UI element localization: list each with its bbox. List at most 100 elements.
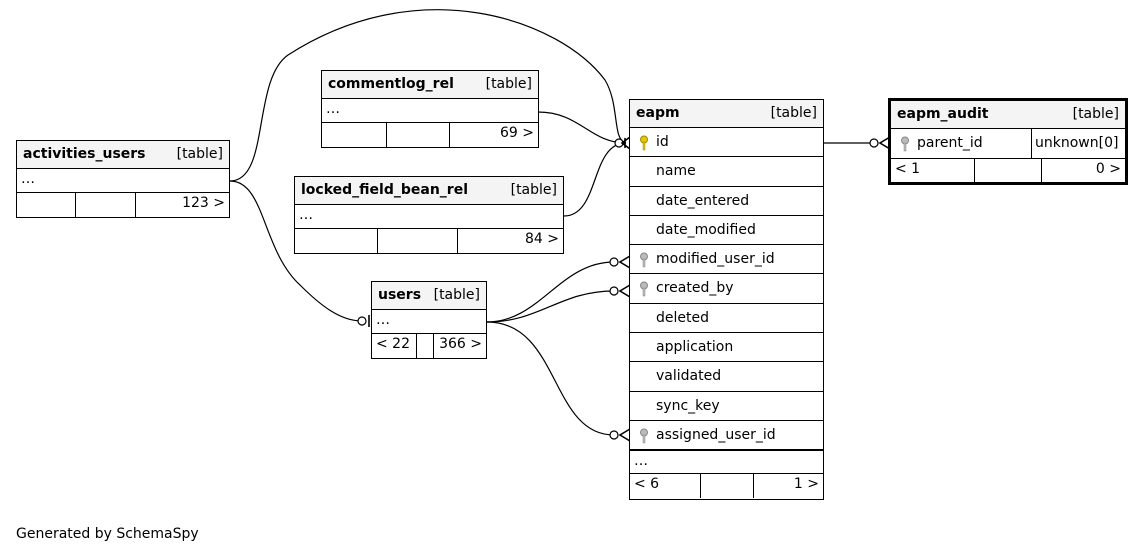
footer-divider [135, 193, 136, 217]
footer-divider [449, 123, 450, 147]
table-type: [table] [433, 287, 480, 303]
parents-count: < 6 [634, 476, 660, 493]
table-type: [table] [485, 76, 532, 92]
column-row[interactable]: date_modified [630, 216, 823, 246]
column-row[interactable]: sync_key [630, 392, 823, 421]
table-header: users [table] [372, 282, 486, 310]
footer-divider [75, 193, 76, 217]
crowfoot-marker [618, 428, 631, 442]
children-count: 0 > [1095, 161, 1121, 177]
table-header: eapm [table] [630, 100, 823, 128]
column-row[interactable]: assigned_user_id [630, 421, 823, 451]
footer-divider [753, 474, 754, 499]
edge-users-to-modified-user [486, 261, 615, 323]
children-count: 366 > [439, 336, 482, 352]
column-row[interactable]: validated [630, 362, 823, 392]
footer-divider [1041, 159, 1042, 183]
table-header: commentlog_rel [table] [322, 71, 538, 99]
edge-users-to-created-by [486, 290, 615, 323]
footer-divider [386, 123, 387, 147]
table-name: locked_field_bean_rel [301, 182, 468, 198]
footer-divider [457, 229, 458, 253]
column-row[interactable]: created_by [630, 274, 823, 304]
table-name: activities_users [23, 146, 146, 162]
table-name: eapm [636, 105, 680, 121]
table-type: [table] [770, 105, 817, 121]
table-name: commentlog_rel [328, 76, 454, 92]
children-count: 84 > [525, 231, 559, 247]
column-name: modified_user_id [656, 251, 775, 268]
column-name: date_entered [656, 192, 750, 209]
column-type: unknown[0] [1035, 135, 1119, 151]
column-row[interactable]: id [630, 128, 823, 158]
more-columns: … [295, 205, 563, 229]
foreign-key-icon [639, 252, 649, 272]
column-name: sync_key [656, 397, 720, 414]
column-row[interactable]: date_entered [630, 187, 823, 216]
table-type: [table] [1072, 106, 1119, 122]
parents-count: < 22 [376, 336, 410, 352]
primary-key-icon [639, 135, 649, 155]
optional-marker [357, 316, 367, 326]
table-header: eapm_audit [table] [891, 101, 1125, 129]
column-name: validated [656, 368, 722, 385]
column-name: date_modified [656, 221, 756, 238]
crowfoot-marker [878, 136, 891, 150]
parents-count: < 1 [895, 161, 921, 177]
table-footer: 84 > [295, 229, 563, 253]
table-name: users [378, 287, 422, 303]
table-commentlog-rel[interactable]: commentlog_rel [table] … 69 > [321, 70, 539, 148]
more-columns: … [17, 169, 229, 193]
table-name: eapm_audit [897, 106, 989, 122]
column-row[interactable]: name [630, 157, 823, 187]
more-columns: … [322, 99, 538, 123]
children-count: 69 > [500, 125, 534, 141]
table-footer: < 6 1 > [630, 474, 823, 499]
optional-marker [609, 257, 619, 267]
column-row[interactable]: deleted [630, 304, 823, 334]
footer-divider [416, 334, 417, 358]
table-type: [table] [176, 146, 223, 162]
children-count: 1 > [793, 476, 819, 493]
table-footer: 69 > [322, 123, 538, 147]
optional-marker [869, 138, 879, 148]
table-eapm-audit[interactable]: eapm_audit [table] parent_id unknown[0] … [888, 98, 1128, 185]
edge-locked-to-eapm [563, 142, 627, 217]
table-header: locked_field_bean_rel [table] [295, 177, 563, 205]
column-row[interactable]: modified_user_id [630, 245, 823, 275]
crowfoot-marker [618, 255, 631, 269]
children-count: 123 > [182, 195, 225, 211]
column-name: application [656, 339, 734, 356]
column-name: name [656, 163, 696, 180]
table-activities-users[interactable]: activities_users [table] … 123 > [16, 140, 230, 218]
column-name: assigned_user_id [656, 426, 776, 443]
crowfoot-marker [620, 136, 631, 150]
table-footer: < 1 0 > [891, 159, 1125, 183]
column-row[interactable]: application [630, 333, 823, 363]
table-header: activities_users [table] [17, 141, 229, 169]
optional-marker [609, 430, 619, 440]
footer-divider [700, 474, 701, 499]
crowfoot-marker [618, 284, 631, 298]
column-name: id [656, 134, 669, 150]
table-users[interactable]: users [table] … < 22 366 > [371, 281, 487, 359]
table-footer: < 22 366 > [372, 334, 486, 358]
more-columns: … [372, 310, 486, 334]
table-locked-field-bean-rel[interactable]: locked_field_bean_rel [table] … 84 > [294, 176, 564, 254]
optional-marker [609, 286, 619, 296]
foreign-key-icon [639, 428, 649, 448]
edge-users-to-assigned-user [486, 321, 615, 436]
more-columns: … [630, 450, 823, 475]
footer-divider [974, 159, 975, 183]
foreign-key-icon [639, 281, 649, 301]
generator-credit: Generated by SchemaSpy [16, 526, 199, 542]
column-name: deleted [656, 309, 709, 326]
foreign-key-icon [900, 136, 910, 156]
table-footer: 123 > [17, 193, 229, 217]
footer-divider [433, 334, 434, 358]
table-type: [table] [510, 182, 557, 198]
edge-commentlog-to-eapm [537, 111, 627, 144]
table-eapm[interactable]: eapm [table] id name date_entered date_m… [629, 99, 824, 500]
column-row[interactable]: parent_id unknown[0] [891, 129, 1125, 159]
